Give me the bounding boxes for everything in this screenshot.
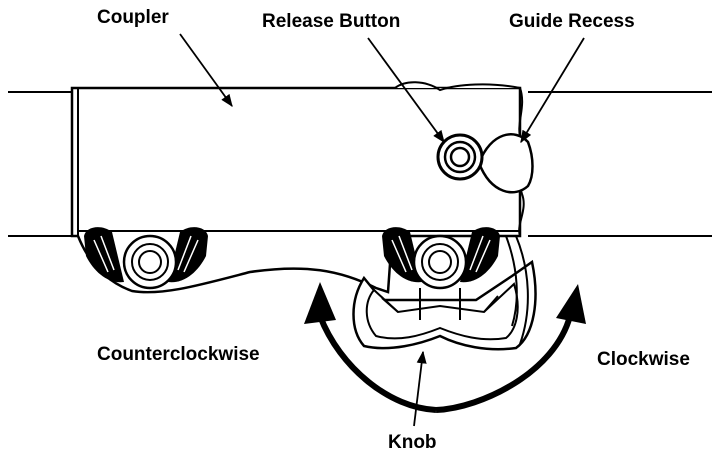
coupler-leader (179, 33, 233, 108)
counterclockwise-arrowhead (304, 282, 336, 324)
rotation-arrow (304, 282, 586, 413)
leader-lines (179, 33, 585, 427)
right-clamp (352, 227, 537, 351)
clockwise-arrowhead (556, 284, 586, 324)
coupler-label: Coupler (97, 7, 169, 28)
release-button-drawing (436, 133, 484, 181)
knob-label: Knob (388, 432, 437, 453)
counterclockwise-label: Counterclockwise (97, 344, 260, 365)
guide-recess-label: Guide Recess (509, 11, 635, 32)
clockwise-label: Clockwise (597, 349, 690, 370)
release-button-leader (367, 37, 445, 144)
release-button-label: Release Button (262, 11, 401, 32)
guide-recess (477, 133, 534, 194)
left-clamp (84, 227, 208, 290)
knob-leader (413, 350, 427, 427)
guide-recess-leader (520, 37, 585, 144)
tube-lines (8, 91, 712, 237)
